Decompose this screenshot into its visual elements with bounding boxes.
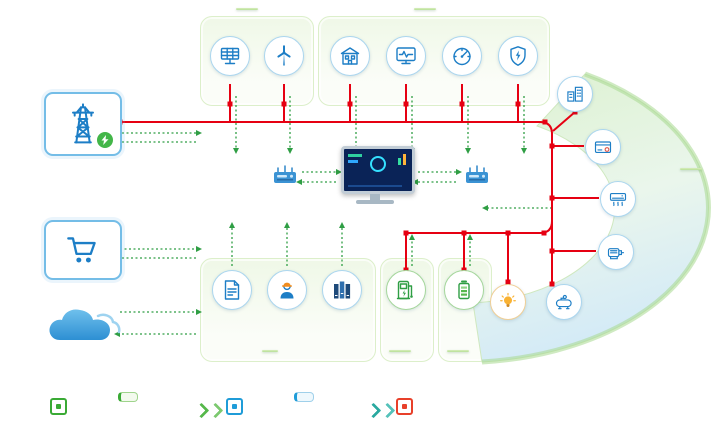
screen-widget [370,156,386,172]
maintenance-icon [280,282,294,299]
item-circle [546,284,582,320]
edge-gateway-left [258,164,312,187]
om-pill [262,350,278,352]
substation-icon [340,47,360,65]
source-item-pv [202,34,258,76]
item-circle [322,270,362,310]
cloud-center-node [40,300,122,349]
load-item-motor [586,234,646,272]
platform-screen [341,146,415,194]
legend-box-2 [294,392,314,402]
om-item-user-report [204,270,260,312]
grid-item-power-quality [434,34,490,76]
screen-base [356,200,394,204]
power-monitor-icon [396,47,416,65]
central-ac-icon [609,193,627,207]
storage-item-battery [436,270,492,312]
chevron-arrows-icon [365,402,396,421]
edge-gateway-right [450,164,504,187]
load-item-central-ac [588,181,648,219]
charge-pill [389,350,411,352]
load-item-lighting [478,284,538,322]
item-circle [264,36,304,76]
item-circle [600,181,636,217]
source-item-wind [256,34,312,76]
item-circle [442,36,482,76]
user-report-icon [224,280,240,300]
grid-item-substation [322,34,378,76]
power-trading-node [44,220,122,280]
wind-turbine-icon [277,45,291,66]
ev-charger-icon [396,280,413,300]
om-item-maintenance [259,270,315,312]
gateway-icon [466,165,488,183]
battery-storage-icon [458,280,470,300]
screen-stand [370,194,380,200]
legend-marker-icon [396,398,413,415]
item-circle [557,76,593,112]
screen-widget [398,158,401,165]
energy-flow-lines [118,84,599,284]
load-item-energy-consumption [545,76,605,114]
legend-box-1 [118,392,138,402]
energy-consumption-icon [567,86,583,102]
item-circle [386,36,426,76]
item-circle [212,270,252,310]
prepaid-icon [594,141,612,153]
load-item-prepaid [573,129,633,167]
legend-marker-icon [226,398,243,415]
power-quality-icon [453,47,471,66]
electrical-safety-icon [510,46,526,66]
legend-marker-icon [50,398,67,415]
solar-panel-icon [220,47,240,65]
screen-widget [348,185,402,187]
charge-group-box [380,258,434,362]
item-circle [444,270,484,310]
storage-pill [447,350,469,352]
main-grid-node [44,92,122,156]
om-item-equipment-archive [314,270,370,312]
charge-item-ev-charger [378,270,434,312]
grid-item-electrical-safety [490,34,546,76]
source-pill [236,8,258,10]
item-circle [210,36,250,76]
screen-widget [403,154,406,165]
item-circle [386,270,426,310]
load-item-compressor [534,284,594,322]
screen-widget [348,160,358,163]
power-badge-icon [95,130,115,150]
cloud-icon [49,309,121,340]
item-circle [598,234,634,270]
motor-icon [607,248,625,260]
transmission-tower-icon [72,103,94,144]
item-circle [498,36,538,76]
chevron-arrows-icon [193,402,224,421]
load-pill [680,168,702,170]
item-circle [490,284,526,320]
shopping-cart-icon [67,237,96,263]
grid-item-power-monitor [378,34,434,76]
air-compressor-icon [555,294,572,310]
info-flow-lines [120,96,552,335]
item-circle [585,129,621,165]
gateway-icon [274,165,296,183]
equipment-archive-icon [334,281,351,299]
item-circle [267,270,307,310]
grid-pill [414,8,436,10]
screen-widget [348,154,362,157]
item-circle [330,36,370,76]
lighting-icon [500,292,516,307]
